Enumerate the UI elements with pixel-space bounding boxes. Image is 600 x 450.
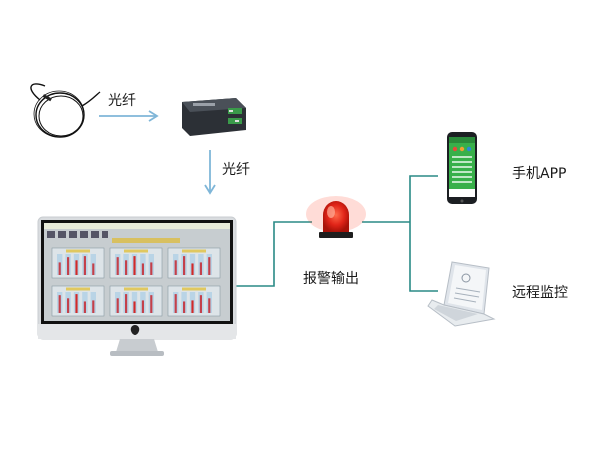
remote-monitoring-label: 远程监控	[512, 285, 568, 301]
monitor-panel	[109, 247, 163, 279]
monitor-panel	[167, 285, 221, 317]
alarm-output-label: 报警输出	[303, 271, 359, 287]
monitor-panel	[51, 285, 105, 317]
monitor-panel	[167, 247, 221, 279]
fiber-label-top: 光纤	[108, 93, 136, 109]
mobile-app-label: 手机APP	[512, 166, 567, 182]
fiber-label-down: 光纤	[222, 162, 250, 178]
monitor-panel	[109, 285, 163, 317]
monitor-panel	[51, 247, 105, 279]
